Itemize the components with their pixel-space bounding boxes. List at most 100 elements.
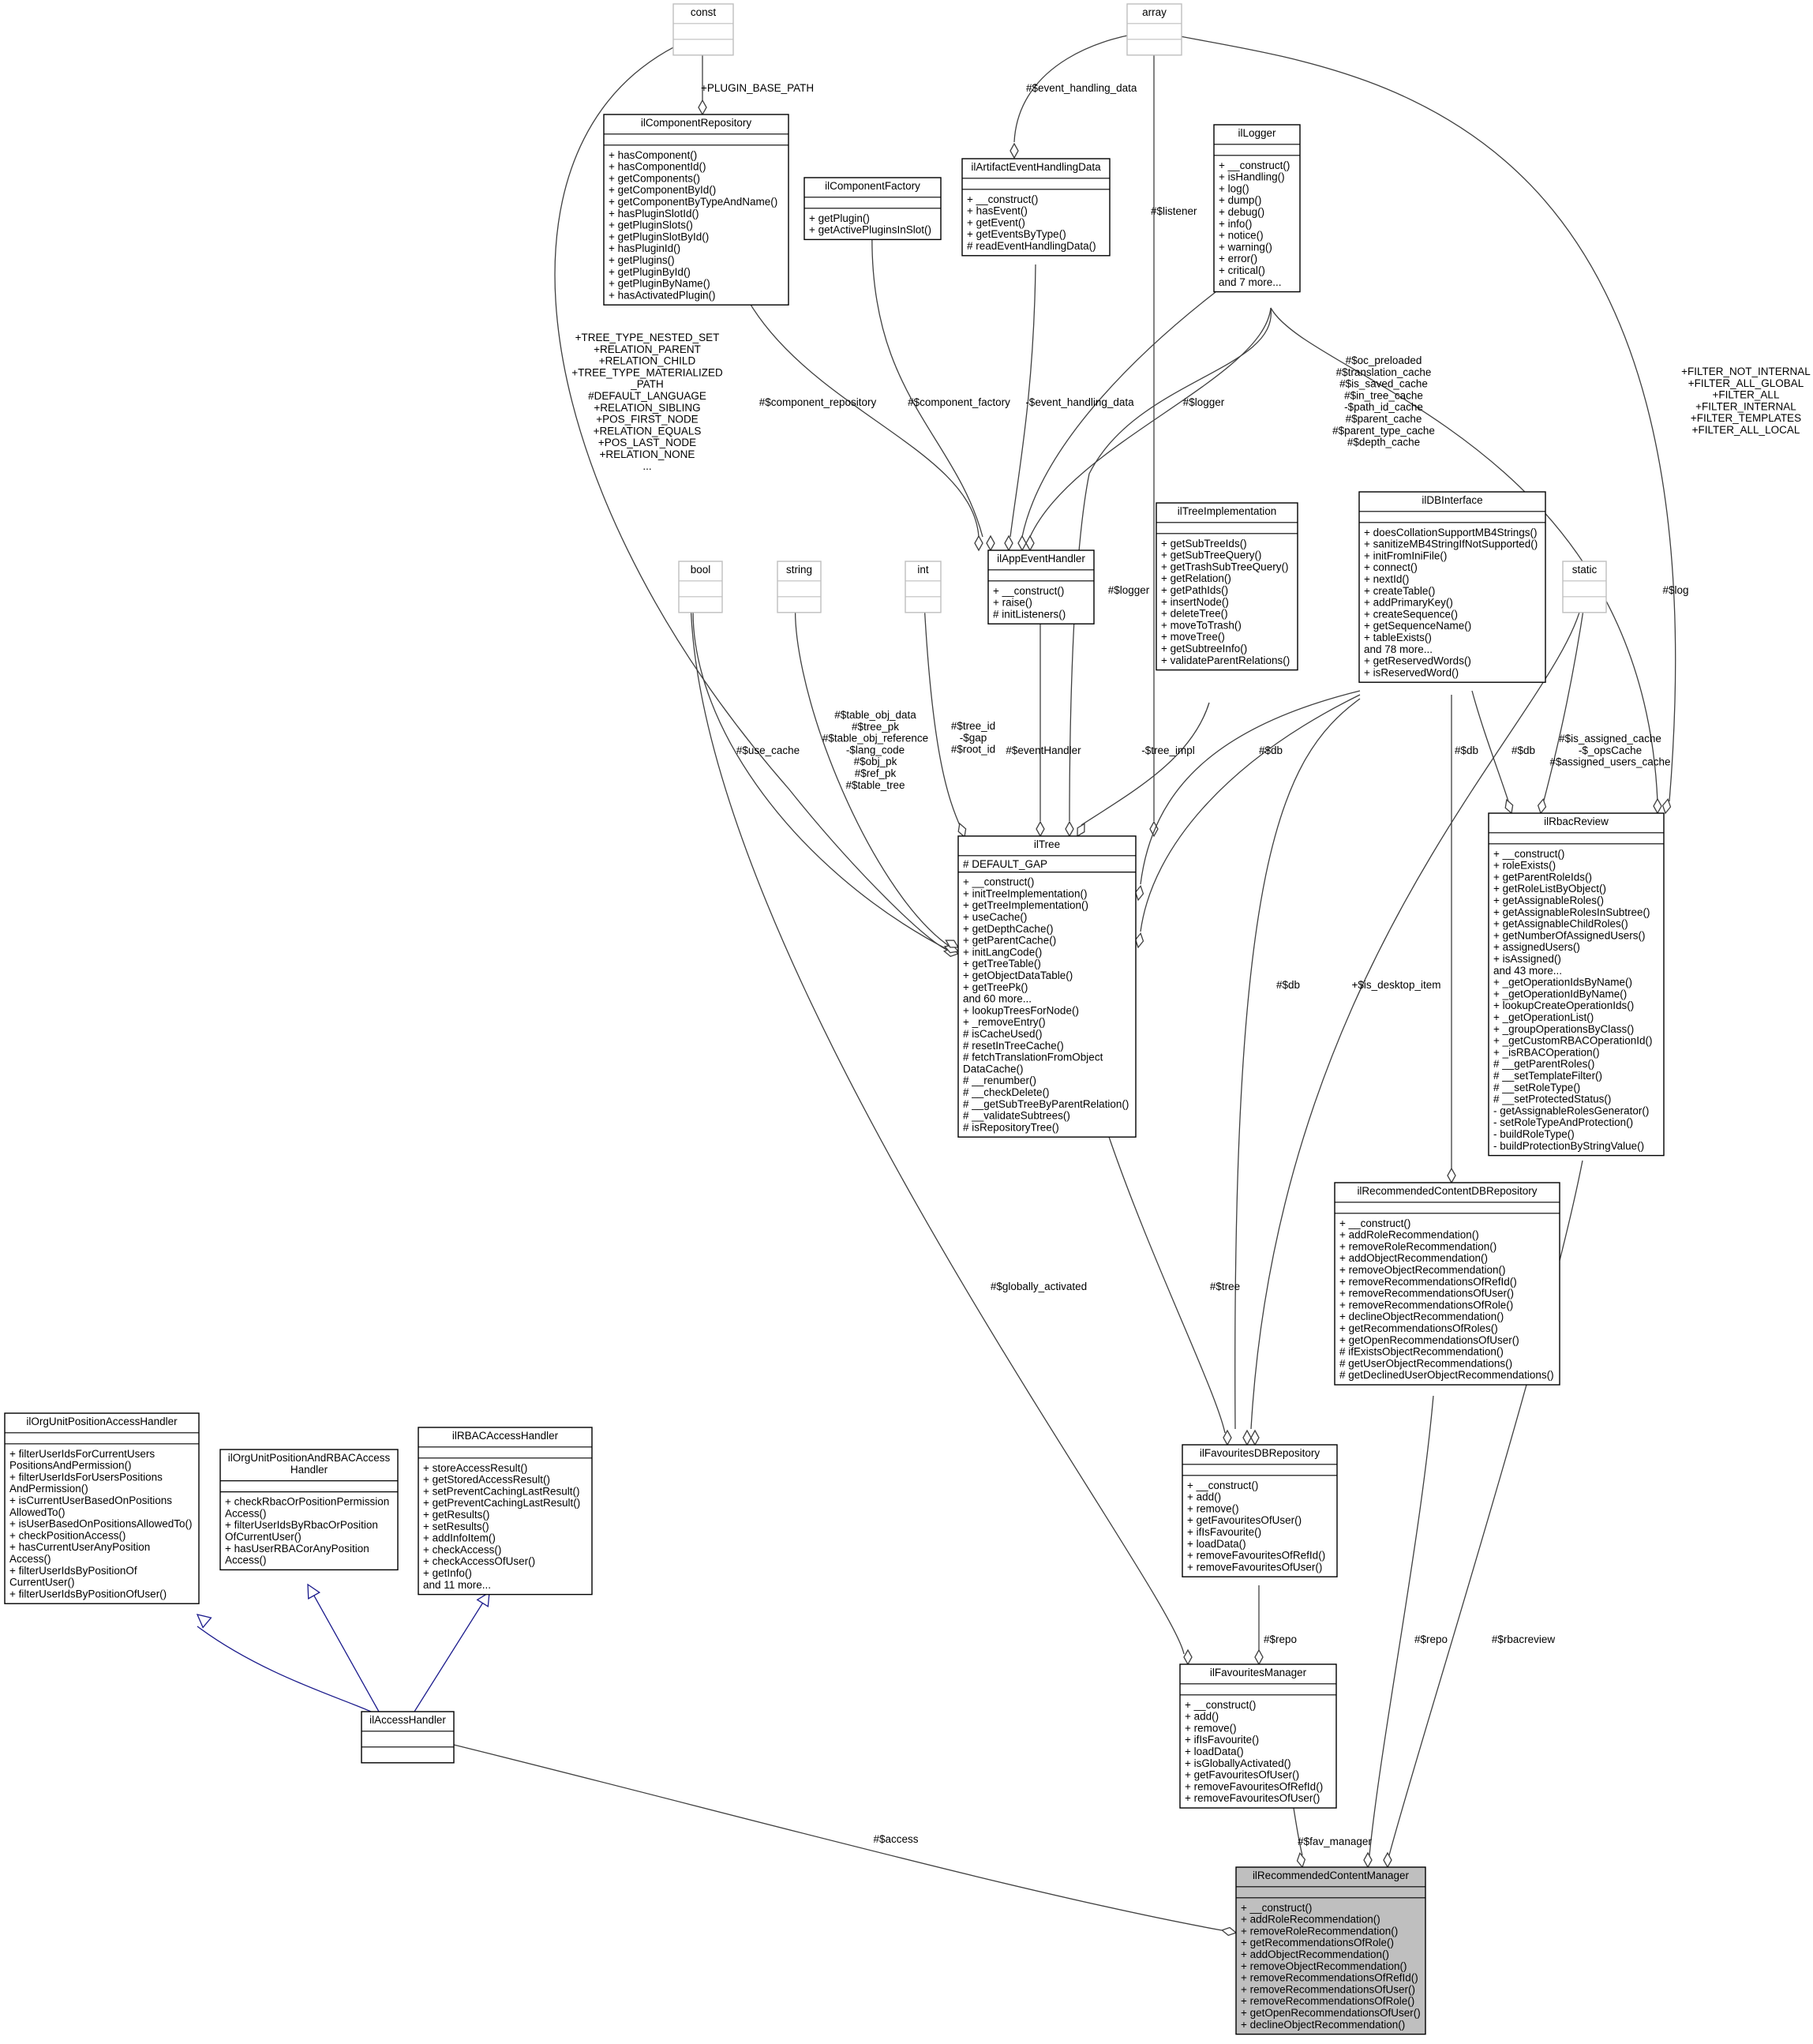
edge-label: #$use_cache [736,744,800,756]
class-name: const [691,6,717,18]
class-ilLogger: ilLogger+ __construct()+ isHandling()+ l… [1213,124,1301,293]
edges-layer [196,31,1676,1937]
edge-labels-layer: +PLUGIN_BASE_PATH#$event_handling_data#$… [571,82,1811,1847]
aggregation-diamond [1254,1648,1264,1666]
association-edge [1270,307,1658,802]
class-attributes: # DEFAULT_GAP [963,858,1047,870]
class-ilFavouritesDBRepository: ilFavouritesDBRepository + __construct()+… [1182,1444,1338,1577]
class-box [219,1449,399,1571]
class-ilComponentRepository: ilComponentRepository+ hasComponent()+ h… [603,114,789,306]
class-box [672,3,734,56]
class-box [957,835,1137,1138]
class-methods: + __construct()+ addRoleRecommendation()… [1339,1217,1554,1381]
class-name: bool [691,564,711,576]
aggregation-diamond [1065,820,1074,838]
edge-label: #$db [1276,979,1300,991]
class-name: ilTree [1034,838,1060,850]
edge-label: #$tree_id-$gap#$root_id [951,720,995,756]
class-string: string [777,561,822,613]
class-methods: + doesCollationSupportMB4Strings()+ sani… [1364,527,1538,679]
class-ilAccessHandler: ilAccessHandler [361,1711,455,1764]
association-edge [1542,599,1586,804]
class-box [905,561,942,613]
association-edge [923,587,962,830]
class-name: ilAppEventHandler [997,553,1085,564]
class-box [777,561,822,613]
class-name: ilLogger [1238,127,1276,139]
association-edge [554,31,952,952]
class-ilRBACAccessHandler: ilRBACAccessHandler+ storeAccessResult()… [418,1427,593,1596]
inheritance-edge [307,1584,380,1712]
inheritance-arrow [476,1591,490,1607]
class-methods: + __construct()+ hasEvent()+ getEvent()+… [967,193,1096,252]
class-ilRecommendedContentDBRepository: ilRecommendedContentDBRepository + __cons… [1334,1182,1560,1386]
aggregation-diamond [1296,1851,1306,1869]
aggregation-diamond [1134,932,1144,949]
aggregation-diamond [1220,1926,1238,1937]
aggregation-diamond [1250,1429,1260,1446]
aggregation-diamond [1447,1167,1456,1184]
aggregation-diamond [698,99,707,116]
aggregation-diamond [1010,142,1019,159]
class-name: ilFavouritesManager [1210,1667,1307,1678]
class-static: static [1562,561,1607,613]
aggregation-diamond [1077,823,1085,838]
class-methods: + __construct()+ roleExists()+ getParent… [1493,848,1652,1152]
class-box [1488,812,1665,1157]
class-ilFavouritesManager: ilFavouritesManager+ __construct()+ add(… [1179,1663,1337,1809]
class-name: ilComponentFactory [825,180,920,192]
edge-label: #$logger [1183,396,1225,408]
class-name: ilRecommendedContentDBRepository [1357,1185,1537,1197]
class-ilTree: ilTree# DEFAULT_GAP+ __construct()+ init… [957,835,1137,1138]
class-ilTreeImplementation: ilTreeImplementation+ getSubTreeIds()+ g… [1156,502,1298,671]
class-box [678,561,723,613]
aggregation-diamond [1661,797,1672,815]
association-edge [453,1744,1223,1931]
edge-label: #$fav_manager [1298,1836,1372,1847]
aggregation-diamond [1383,1851,1392,1869]
association-edge [1069,307,1272,822]
edge-label: +PLUGIN_BASE_PATH [701,82,814,94]
aggregation-diamond [1134,884,1144,902]
edge-label: #$db [1511,744,1535,756]
class-name: ilTreeImplementation [1178,505,1277,517]
edge-label: #$oc_preloaded#$translation_cache#$is_sa… [1332,354,1435,448]
aggregation-diamond [1004,534,1013,552]
class-bool: bool [678,561,723,613]
class-ilArtifactEventHandlingData: ilArtifactEventHandlingData+ __construct… [961,158,1111,257]
edge-label: #$db [1455,744,1478,756]
class-name: ilDBInterface [1422,494,1482,506]
class-methods: + hasComponent()+ hasComponentId()+ getC… [609,149,777,302]
aggregation-diamond [1017,534,1027,552]
edge-label: #$db [1259,744,1283,756]
aggregation-diamond [1149,820,1159,838]
class-box [4,1412,200,1604]
association-edge [1156,31,1676,802]
class-methods: + __construct()+ add()+ remove()+ getFav… [1187,1480,1325,1573]
aggregation-diamond [1537,797,1547,815]
class-name: ilRBACAccessHandler [452,1430,559,1442]
aggregation-diamond [1025,534,1035,552]
class-ilRecommendedContentManager: ilRecommendedContentManager+ __construct… [1235,1866,1426,2035]
edge-label: #$table_obj_data#$tree_pk#$table_obj_ref… [822,709,928,791]
aggregation-diamond [1223,1429,1232,1446]
class-name: ilFavouritesDBRepository [1200,1447,1320,1459]
class-methods: + getPlugin()+ getActivePluginsInSlot() [809,212,931,236]
inheritance-edge [197,1626,372,1712]
class-name: ilRbacReview [1544,816,1609,827]
aggregation-diamond [1504,798,1514,815]
edge-label: #$tree [1210,1281,1240,1292]
inheritance-arrow [307,1583,320,1600]
inheritance-edge [414,1592,490,1712]
class-box [1156,502,1298,671]
class-name: ilOrgUnitPositionAccessHandler [26,1416,178,1427]
association-edge [1029,307,1272,538]
association-edge [690,587,1185,1655]
edge-label: #$log [1662,584,1688,596]
